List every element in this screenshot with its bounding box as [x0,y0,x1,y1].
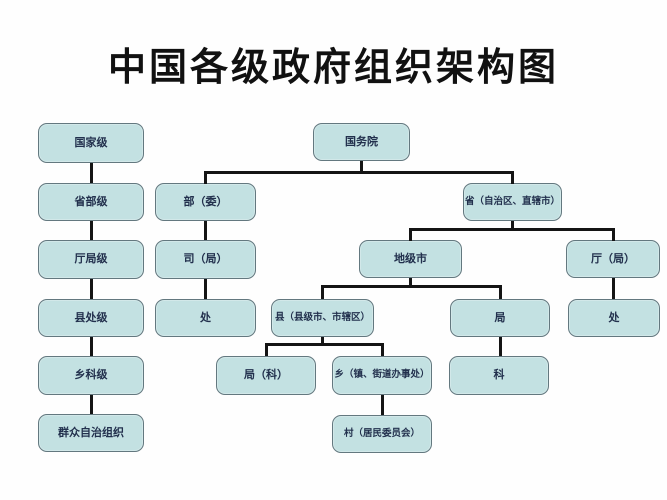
connector [89,163,93,183]
connector [89,221,93,240]
node-provincial-level: 省部级 [38,183,144,221]
node-label: 省部级 [74,195,108,208]
node-label: 国家级 [74,136,108,149]
connector [203,221,207,240]
connector [380,395,384,415]
connector [264,343,268,356]
node-division-under-ministry: 处 [155,299,256,337]
connector [498,337,502,356]
connector [320,337,324,346]
node-township: 乡（镇、街道办事处） [332,356,432,395]
node-label: 县处级 [74,311,108,324]
connector [611,228,615,241]
connector [89,395,93,414]
connector [203,279,207,299]
node-county-level: 县处级 [38,299,144,337]
node-label: 局 [494,311,506,324]
chart-title: 中国各级政府组织架构图 [107,47,559,89]
node-label: 乡科级 [74,369,108,382]
node-label: 司（局） [183,253,228,266]
connector [320,285,324,299]
node-label: 国务院 [345,135,378,148]
connector [203,171,207,184]
node-label: 部（委） [183,195,228,208]
node-label: 处 [608,311,620,324]
connector [408,278,412,288]
node-ministry-commission: 部（委） [155,183,256,221]
connector [408,228,412,241]
node-national-level: 国家级 [38,123,144,163]
node-bureau-city: 局 [450,299,550,337]
node-label: 乡（镇、街道办事处） [334,370,430,381]
node-township-level: 乡科级 [38,356,144,395]
connector [510,221,514,231]
connector [203,171,514,174]
node-label: 厅局级 [74,253,108,266]
node-department-bureau: 司（局） [155,240,256,279]
node-prefecture-city: 地级市 [359,240,462,278]
node-label: 处 [200,311,211,324]
connector [380,343,384,356]
node-label: 群众自治组织 [58,426,124,439]
node-division-under-ting: 处 [568,299,660,337]
connector [408,228,614,231]
node-label: 地级市 [394,252,427,265]
node-state-council: 国务院 [313,123,410,161]
node-county: 县（县级市、市辖区） [271,299,374,337]
connector [320,285,502,288]
node-department-level: 厅局级 [38,240,144,279]
node-bureau-section: 局（科） [216,356,316,395]
node-province: 省（自治区、直辖市） [463,183,562,221]
node-label: 省（自治区、直辖市） [464,196,560,207]
node-label: 科 [493,369,505,382]
node-village-committee: 村（居民委员会） [332,415,432,453]
node-label: 局（科） [244,369,288,382]
connector [264,343,384,346]
node-label: 村（居民委员会） [343,428,420,439]
connector [611,278,615,299]
node-label: 厅（局） [591,252,635,265]
node-mass-self-governance: 群众自治组织 [38,414,144,452]
connector [89,337,93,356]
node-section: 科 [449,356,549,395]
connector [510,171,514,184]
connector [89,279,93,299]
node-label: 县（县级市、市辖区） [274,312,370,323]
connector [498,285,502,299]
node-ting-bureau: 厅（局） [566,240,660,278]
connector [359,161,363,173]
